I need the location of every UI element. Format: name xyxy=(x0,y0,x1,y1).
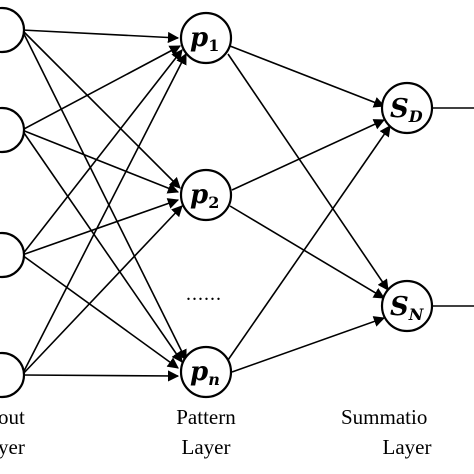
pattern-node-p1: p1 xyxy=(179,11,233,65)
edge-i4-p2 xyxy=(21,205,183,376)
edge-p2-sd xyxy=(231,119,386,191)
input-node-4 xyxy=(0,351,26,399)
edge-i1-pn xyxy=(21,29,187,362)
input-layer-nodes xyxy=(0,6,26,399)
edge-p1-sd xyxy=(229,45,386,108)
edge-pn-sd xyxy=(227,125,391,361)
pattern-node-p2-symbol: p xyxy=(190,180,208,210)
edge-i2-pn xyxy=(21,129,183,363)
edge-i4-p1 xyxy=(21,53,187,376)
edge-i1-p1 xyxy=(21,29,180,44)
input-layer-label-line1: out xyxy=(0,405,25,429)
pattern-node-p2-subscript: 2 xyxy=(208,193,219,212)
input-node-3 xyxy=(0,231,26,279)
edge-i3-p1 xyxy=(21,49,183,256)
svg-text:p2: p2 xyxy=(190,180,219,212)
pattern-layer-label-line2: Layer xyxy=(182,435,231,459)
input-to-pattern-edges xyxy=(21,29,187,382)
edge-i3-p2 xyxy=(21,198,180,256)
edge-i1-p2 xyxy=(21,29,181,189)
pattern-node-p1-subscript: 1 xyxy=(208,36,219,55)
summation-layer-label: Summatio Layer xyxy=(341,405,431,459)
input-node-2 xyxy=(0,106,26,154)
output-edges xyxy=(432,107,474,307)
edge-i3-pn xyxy=(21,254,179,369)
svg-text:SD: SD xyxy=(390,94,423,126)
edge-i2-p1 xyxy=(21,45,181,131)
summation-node-sn: SN xyxy=(380,279,434,333)
summation-node-sn-symbol: S xyxy=(390,292,409,322)
pattern-node-pn: pn xyxy=(179,345,233,399)
edge-i2-p2 xyxy=(21,129,180,194)
pattern-node-p2: p2 xyxy=(179,168,233,222)
pattern-node-p1-circle xyxy=(179,11,233,65)
pattern-node-pn-circle xyxy=(179,345,233,399)
pattern-node-pn-subscript: n xyxy=(208,370,220,389)
pattern-node-p2-circle xyxy=(179,168,233,222)
summation-node-sd: SD xyxy=(380,81,434,135)
summation-layer-label-line2: Layer xyxy=(383,435,432,459)
pattern-to-summation-edges xyxy=(227,45,391,373)
summation-node-sn-subscript: N xyxy=(408,305,425,324)
pattern-layer-label: Pattern Layer xyxy=(176,405,236,459)
pattern-layer-label-line1: Pattern xyxy=(176,405,236,429)
svg-text:pn: pn xyxy=(190,357,220,389)
edge-p1-sn xyxy=(227,53,389,291)
pattern-node-pn-symbol: p xyxy=(190,357,208,387)
pattern-node-p1-symbol: p xyxy=(190,23,208,53)
input-layer-label-line2: yer xyxy=(0,435,25,459)
svg-text:SN: SN xyxy=(390,292,425,324)
summation-node-sn-circle xyxy=(380,279,434,333)
edge-i4-pn xyxy=(21,370,180,382)
summation-node-sd-subscript: D xyxy=(408,107,423,126)
svg-text:p1: p1 xyxy=(190,23,219,55)
summation-node-sd-circle xyxy=(380,81,434,135)
edge-p2-sn xyxy=(229,205,385,299)
input-node-1 xyxy=(0,6,26,54)
pattern-ellipsis: ...... xyxy=(186,283,222,305)
summation-layer-label-line1: Summatio xyxy=(341,405,427,429)
edge-pn-sn xyxy=(231,316,386,373)
summation-node-sd-symbol: S xyxy=(390,94,409,124)
input-layer-label: out yer xyxy=(0,405,25,459)
